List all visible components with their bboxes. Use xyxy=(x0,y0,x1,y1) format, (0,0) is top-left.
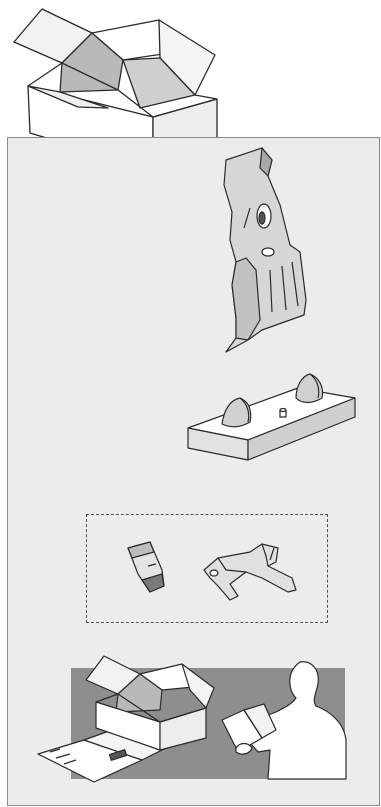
person-reading-manual-icon xyxy=(0,0,381,807)
